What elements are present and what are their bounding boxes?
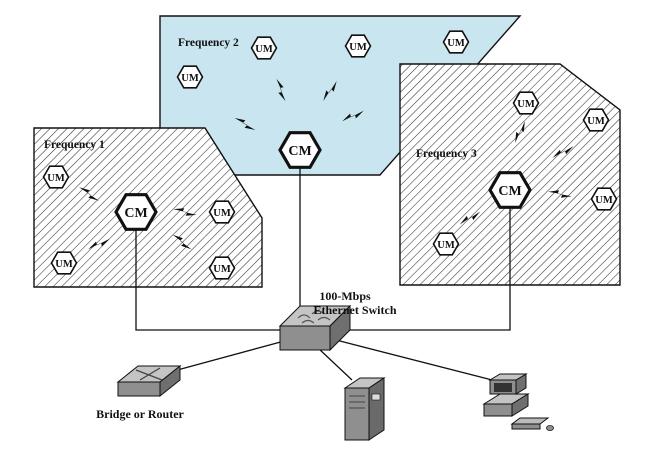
cm-node: CM <box>488 171 532 209</box>
um-node: UM <box>582 108 610 132</box>
hexagon-node-icon <box>278 131 322 169</box>
um-node: UM <box>442 30 470 54</box>
hexagon-node-icon <box>250 36 278 60</box>
frequency-1-label: Frequency 1 <box>44 139 105 151</box>
um-label: UM <box>47 173 65 184</box>
cm3-link <box>338 203 511 331</box>
hexagon-node-icon <box>344 34 372 58</box>
bridge-router-icon <box>116 364 182 398</box>
cm-label: CM <box>498 184 521 199</box>
server-link <box>317 347 353 381</box>
um-node: UM <box>590 187 618 211</box>
workstation-link <box>335 339 501 383</box>
hexagon-node-icon <box>590 187 618 211</box>
cm-label: CM <box>288 144 311 159</box>
um-label: UM <box>447 38 465 49</box>
frequency-3-label: Frequency 3 <box>416 148 477 160</box>
um-node: UM <box>50 251 78 275</box>
um-label: UM <box>595 195 613 206</box>
um-label: UM <box>213 208 231 219</box>
um-node: UM <box>208 256 236 280</box>
station-nodes: UM UM UM UM CM UM CM UM UM UM UM UM CM UM UM <box>42 30 618 280</box>
um-label: UM <box>181 73 199 84</box>
hexagon-node-icon <box>432 232 460 256</box>
um-node: UM <box>512 91 540 115</box>
hexagon-node-icon <box>208 200 236 224</box>
um-label: UM <box>437 240 455 251</box>
ethernet-switch-icon <box>278 304 352 352</box>
hexagon-node-icon <box>50 251 78 275</box>
um-node: UM <box>344 34 372 58</box>
um-label: UM <box>349 42 367 53</box>
frequency-2-region <box>159 15 522 176</box>
um-label: UM <box>517 99 535 110</box>
cm-node: CM <box>278 131 322 169</box>
um-label: UM <box>255 44 273 55</box>
bridge-router-label: Bridge or Router <box>96 407 184 421</box>
hexagon-node-icon <box>176 65 204 89</box>
um-node: UM <box>176 65 204 89</box>
workstation-icon <box>482 373 554 431</box>
hexagon-node-icon <box>582 108 610 132</box>
um-label: UM <box>213 264 231 275</box>
cm1-link <box>135 218 282 331</box>
switch-label-line2: Ethernet Switch <box>314 303 397 317</box>
um-node: UM <box>432 232 460 256</box>
frequency-2-label: Frequency 2 <box>178 37 239 49</box>
um-node: UM <box>208 200 236 224</box>
hexagon-node-icon <box>488 171 532 209</box>
cm-node: CM <box>114 193 158 231</box>
hexagon-node-icon <box>512 91 540 115</box>
hexagon-node-icon <box>114 193 158 231</box>
cm-label: CM <box>124 206 147 221</box>
hexagon-node-icon <box>42 165 70 189</box>
hexagon-node-icon <box>208 256 236 280</box>
um-node: UM <box>42 165 70 189</box>
um-node: UM <box>250 36 278 60</box>
bridge-link <box>169 339 289 373</box>
hexagon-node-icon <box>442 30 470 54</box>
ethernet-links <box>135 165 511 383</box>
um-label: UM <box>587 116 605 127</box>
um-label: UM <box>55 259 73 270</box>
server-tower-icon <box>343 377 386 441</box>
switch-label-line1: 100-Mbps <box>319 289 371 303</box>
